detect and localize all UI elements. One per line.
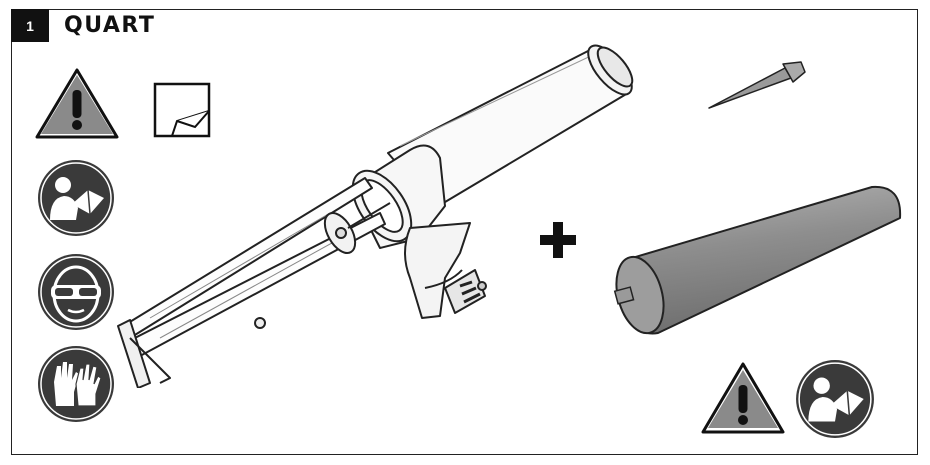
step-frame xyxy=(11,9,918,455)
gloves-icon xyxy=(38,346,114,422)
read-manual-icon xyxy=(796,360,874,438)
caulking-gun-illustration xyxy=(117,44,634,388)
read-manual-icon xyxy=(38,160,114,236)
warning-icon xyxy=(35,68,119,139)
eye-protection-icon xyxy=(38,254,114,330)
sticker-icon xyxy=(153,82,211,138)
warning-icon xyxy=(701,362,785,434)
product-title: QUART xyxy=(64,13,156,38)
plus-icon xyxy=(540,222,576,258)
cartridge-illustration xyxy=(613,185,902,335)
nozzle-illustration xyxy=(708,61,806,109)
step-number-badge: 1 xyxy=(11,9,49,42)
